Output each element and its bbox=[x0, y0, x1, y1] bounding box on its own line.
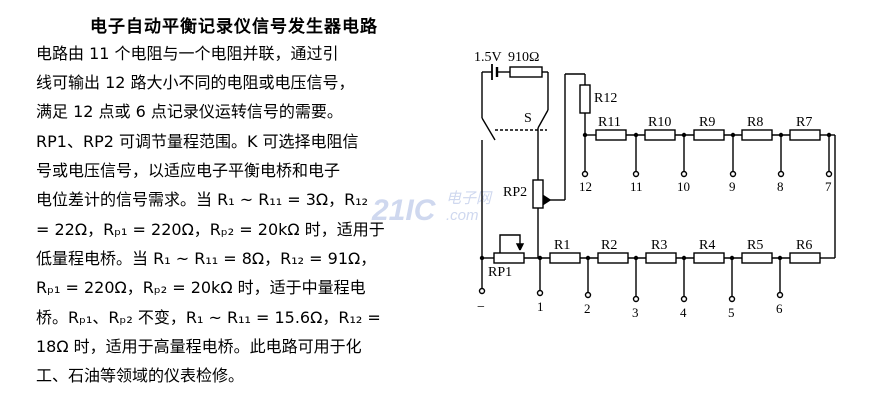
watermark-sub-bottom: .com bbox=[446, 207, 479, 224]
terminal-label-minus: − bbox=[477, 300, 485, 315]
junction-dot bbox=[479, 255, 485, 261]
watermark-sub-top: 电子网 bbox=[446, 190, 493, 207]
terminal-5 bbox=[728, 295, 736, 303]
junction-dot bbox=[826, 132, 832, 138]
rp1-wiper bbox=[499, 234, 521, 253]
junction-dot bbox=[681, 255, 687, 261]
paragraph-line: 线可输出 12 路大小不同的电阻或电压信号， bbox=[36, 73, 355, 92]
resistor-r5 bbox=[741, 252, 773, 264]
resistor-910 bbox=[509, 66, 543, 78]
resistor-r9 bbox=[693, 129, 725, 141]
r3-label: R3 bbox=[651, 238, 667, 253]
r2-label: R2 bbox=[601, 238, 617, 253]
terminal-label-8: 8 bbox=[777, 179, 784, 194]
terminal-10 bbox=[680, 170, 688, 178]
terminal-8 bbox=[777, 170, 785, 178]
terminal-12 bbox=[581, 170, 589, 178]
paragraph-line: 工、石油等领域的仪表检修。 bbox=[36, 366, 245, 385]
paragraph-line: Rₚ₁ = 220Ω，Rₚ₂ = 20kΩ 时，适于中量程电 bbox=[36, 278, 366, 297]
potentiometer-rp2 bbox=[532, 179, 544, 209]
junction-dot bbox=[729, 255, 735, 261]
resistor-r10 bbox=[644, 129, 676, 141]
terminal-7 bbox=[825, 170, 833, 178]
r1-label: R1 bbox=[554, 238, 570, 253]
potentiometer-rp1 bbox=[493, 252, 525, 264]
r6-label: R6 bbox=[796, 238, 812, 253]
watermark: 21IC 电子网 .com bbox=[371, 190, 493, 227]
paragraph-line: 桥。Rₚ₁、Rₚ₂ 不变，R₁ ~ R₁₁ = 15.6Ω，R₁₂ = bbox=[36, 308, 381, 327]
junction-dot bbox=[633, 132, 639, 138]
resistor-r8 bbox=[741, 129, 773, 141]
junction-dots bbox=[479, 132, 832, 261]
battery-label: 1.5V bbox=[474, 50, 502, 65]
junction-dot bbox=[582, 132, 588, 138]
resistor-r11 bbox=[595, 129, 627, 141]
terminal-label-2: 2 bbox=[584, 301, 591, 316]
terminal-1 bbox=[536, 289, 544, 297]
junction-dot bbox=[778, 132, 784, 138]
terminal-label-11: 11 bbox=[630, 179, 643, 194]
resistor-r4 bbox=[693, 252, 725, 264]
r4-label: R4 bbox=[699, 238, 715, 253]
r9-label: R9 bbox=[699, 115, 715, 130]
watermark-logo: 21IC bbox=[371, 194, 437, 227]
terminal-2 bbox=[584, 291, 592, 299]
rp1-wiper-arrow bbox=[515, 243, 525, 251]
resistor-r3 bbox=[645, 252, 677, 264]
r11-label: R11 bbox=[598, 115, 621, 130]
junction-dot bbox=[681, 132, 687, 138]
terminal-4 bbox=[680, 295, 688, 303]
terminal-label-6: 6 bbox=[776, 301, 783, 316]
page-title: 电子自动平衡记录仪信号发生器电路 bbox=[90, 17, 378, 37]
paragraph-line: RP1、RP2 可调节量程范围。K 可选择电阻信 bbox=[36, 132, 359, 151]
junction-dot bbox=[633, 255, 639, 261]
terminal-label-3: 3 bbox=[632, 305, 639, 320]
paragraph-line: = 22Ω，Rₚ₁ = 220Ω，Rₚ₂ = 20kΩ 时，适用于 bbox=[36, 220, 385, 239]
resistor-r1 bbox=[549, 252, 581, 264]
switch-contact-left bbox=[481, 117, 496, 141]
junction-dot bbox=[585, 255, 591, 261]
resistor-r6 bbox=[789, 252, 821, 264]
r12-label: R12 bbox=[594, 91, 617, 106]
paragraph-line: 电路由 11 个电阻与一个电阻并联，通过引 bbox=[36, 44, 339, 63]
paragraph-line: 号或电压信号，以适应电子平衡电桥和电子 bbox=[36, 161, 341, 180]
junction-dot bbox=[730, 132, 736, 138]
rp2-wiper-arrow bbox=[543, 194, 551, 206]
terminal-label-5: 5 bbox=[728, 305, 735, 320]
r5-label: R5 bbox=[747, 238, 763, 253]
switch-label: S bbox=[524, 111, 532, 126]
terminal-3 bbox=[632, 295, 640, 303]
paragraph-line: 低量程电桥。当 R₁ ~ R₁₁ = 8Ω，R₁₂ = 91Ω， bbox=[36, 249, 377, 268]
resistor-r7 bbox=[789, 129, 821, 141]
resistor-r2 bbox=[597, 252, 629, 264]
terminal-label-12: 12 bbox=[579, 179, 592, 194]
terminal-label-10: 10 bbox=[677, 179, 690, 194]
terminal-label-1: 1 bbox=[537, 299, 544, 314]
terminal-label-9: 9 bbox=[729, 179, 736, 194]
paragraph-line: 满足 12 点或 6 点记录仪运转信号的需要。 bbox=[36, 102, 343, 121]
terminal-11 bbox=[632, 170, 640, 178]
terminal-9 bbox=[729, 170, 737, 178]
terminal-minus bbox=[478, 287, 486, 295]
resistor-r12 bbox=[579, 84, 591, 114]
terminal-label-7: 7 bbox=[825, 179, 832, 194]
terminal-6 bbox=[776, 291, 784, 299]
switch-contact-right bbox=[537, 109, 549, 129]
paragraph-line: 电位差计的信号需求。当 R₁ ~ R₁₁ = 3Ω，R₁₂ bbox=[36, 190, 369, 209]
r8-label: R8 bbox=[747, 115, 763, 130]
rp2-label: RP2 bbox=[503, 185, 527, 200]
resistor-910-label: 910Ω bbox=[508, 50, 539, 65]
junction-dot bbox=[777, 255, 783, 261]
paragraph-line: 18Ω 时，适用于高量程电桥。此电路可用于化 bbox=[36, 337, 362, 356]
r10-label: R10 bbox=[648, 115, 671, 130]
terminal-label-4: 4 bbox=[680, 305, 687, 320]
rp1-label: RP1 bbox=[488, 265, 512, 280]
junction-dot bbox=[537, 255, 543, 261]
r7-label: R7 bbox=[796, 115, 812, 130]
